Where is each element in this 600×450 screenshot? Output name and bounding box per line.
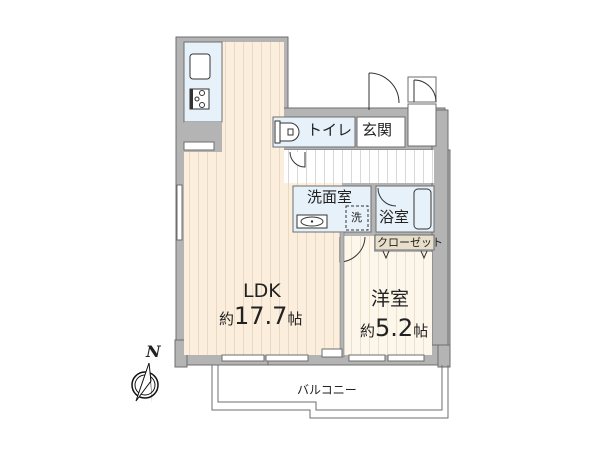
washer-space <box>345 205 369 231</box>
toilet-icon <box>274 120 300 144</box>
washer-label: 洗 <box>351 211 362 224</box>
western-room-floor <box>344 252 432 355</box>
entrance-floor <box>356 116 406 148</box>
toilet-label: トイレ <box>307 121 353 139</box>
balcony-windows <box>221 348 425 362</box>
western-label: 洋室 <box>371 288 410 310</box>
entrance-door <box>368 72 437 110</box>
stove-icon <box>189 88 210 110</box>
entrance-label: 玄関 <box>362 121 393 139</box>
toilet-room <box>272 116 356 148</box>
closet <box>374 234 435 251</box>
hallway <box>284 150 434 183</box>
washroom-label: 洗面室 <box>307 188 353 206</box>
sink-icon <box>189 53 211 80</box>
ldk-area: 約17.7帖 <box>219 304 302 328</box>
western-area: 約5.2帖 <box>360 316 428 340</box>
kitchen-counter <box>183 41 223 151</box>
western-area-prefix: 約 <box>360 322 376 340</box>
western-area-value: 5.2 <box>375 314 414 342</box>
left-window <box>176 184 183 241</box>
compass-north-icon <box>131 362 159 403</box>
ldk-area-prefix: 約 <box>219 310 235 328</box>
balcony <box>211 365 449 419</box>
closet-label: クローゼット <box>377 236 443 249</box>
bathtub-icon <box>413 188 432 230</box>
bathroom <box>375 185 435 233</box>
bath-label: 浴室 <box>379 208 410 226</box>
washbasin-icon <box>296 214 328 229</box>
ldk-label: LDK <box>243 280 281 302</box>
ldk-area-value: 17.7 <box>234 302 288 330</box>
western-area-unit: 帖 <box>413 322 429 340</box>
washroom <box>292 185 372 233</box>
balcony-label: バルコニー <box>297 383 357 397</box>
ldk-area-unit: 帖 <box>287 310 303 328</box>
compass-label: N <box>146 342 161 361</box>
